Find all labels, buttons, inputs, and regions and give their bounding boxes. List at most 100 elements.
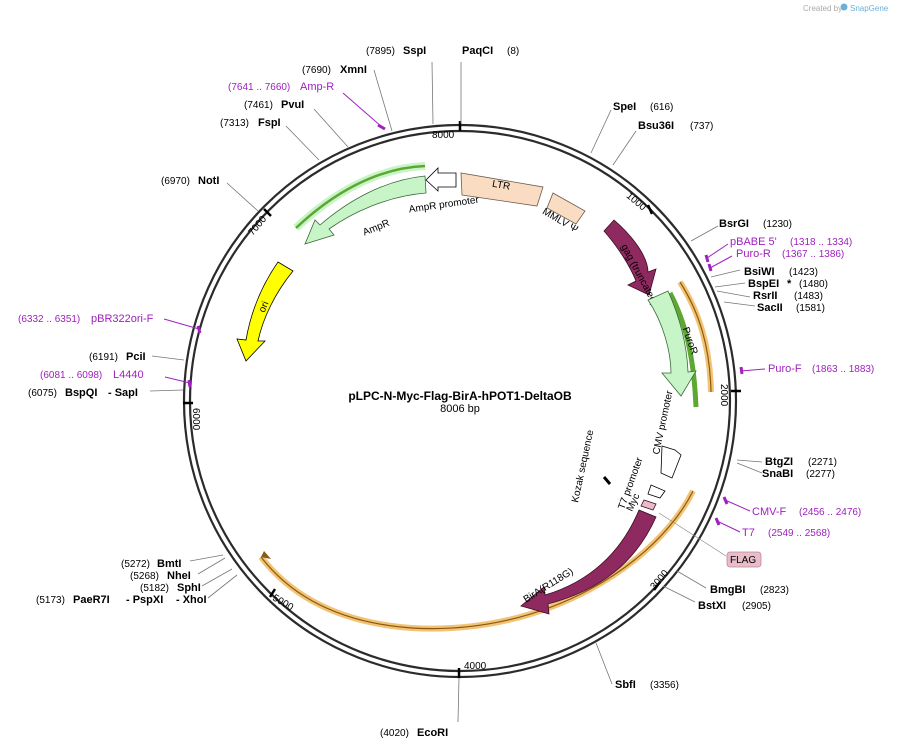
- site-sspi[interactable]: (7895) SspI: [366, 45, 426, 57]
- ori-label: ori: [257, 300, 272, 315]
- site-pcii[interactable]: (6191) PciI: [89, 351, 146, 363]
- primer-puro-f[interactable]: Puro-F (1863 .. 1883): [768, 363, 874, 375]
- site-btgzi[interactable]: BtgZI (2271): [765, 456, 837, 468]
- primer-t7[interactable]: T7 (2549 .. 2568): [742, 527, 830, 539]
- puror-arrow[interactable]: [647, 290, 697, 397]
- site-sacii[interactable]: SacII (1581): [757, 302, 825, 314]
- site-name: NotI: [198, 175, 219, 187]
- site-sbfi[interactable]: SbfI (3356): [615, 679, 679, 691]
- tick-label-4000: 4000: [464, 661, 487, 672]
- site-pos: (4020): [380, 728, 409, 739]
- site-snabi[interactable]: SnaBI (2277): [762, 468, 835, 480]
- site-bspei[interactable]: BspEI * (1480): [748, 278, 828, 290]
- primer-pos: (6081 .. 6098): [40, 370, 102, 381]
- site-xmni[interactable]: (7690) XmnI: [302, 64, 367, 76]
- site-bmgbi[interactable]: BmgBI (2823): [710, 584, 789, 596]
- site-pos: (3356): [650, 680, 679, 691]
- primer-pos: (1367 .. 1386): [782, 249, 844, 260]
- site-bspqi-sapi[interactable]: (6075) BspQI - SapI: [28, 387, 138, 399]
- site-paqci[interactable]: PaqCI (8): [462, 45, 519, 57]
- cmv-promoter-arrow[interactable]: [660, 445, 682, 479]
- site-spei[interactable]: SpeI (616): [613, 101, 673, 113]
- site-pos: (7461): [244, 100, 273, 111]
- site-pos: (1230): [763, 219, 792, 230]
- primer-cmv-f[interactable]: CMV-F (2456 .. 2476): [752, 506, 861, 518]
- tick-label-7000: 7000: [246, 214, 269, 238]
- flag-label-box: [726, 551, 762, 568]
- site-ecori[interactable]: (4020) EcoRI: [380, 727, 448, 739]
- primer-name: pBR322ori-F: [91, 313, 154, 325]
- site-pos: (7313): [220, 118, 249, 129]
- mmlv-psi-feature[interactable]: [546, 192, 586, 225]
- site-bsrgi[interactable]: BsrGI (1230): [719, 218, 792, 230]
- site-pos: (7690): [302, 65, 331, 76]
- site-name: FspI: [258, 117, 281, 129]
- primer-name: Puro-R: [736, 248, 771, 260]
- t7-promoter-arrow[interactable]: [647, 484, 666, 499]
- site-pos: (7895): [366, 46, 395, 57]
- plasmid-name: pLPC-N-Myc-Flag-BirA-hPOT1-DeltaOB: [348, 389, 572, 403]
- site-sphi[interactable]: (5182) SphI: [140, 582, 201, 594]
- myc-tag[interactable]: [640, 499, 657, 511]
- primer-puro-r[interactable]: Puro-R (1367 .. 1386): [736, 248, 844, 260]
- tick-7000: [263, 208, 272, 217]
- site-paer7i-pspxi-xhoi[interactable]: (5173) PaeR7I - PspXI - XhoI: [36, 594, 207, 606]
- gag-truncated-arrow[interactable]: [603, 219, 657, 296]
- site-pos: (2823): [760, 585, 789, 596]
- site-name: Bsu36I: [638, 120, 674, 132]
- site-bstxi[interactable]: BstXI (2905): [698, 600, 771, 612]
- site-pos: (6970): [161, 176, 190, 187]
- site-mark: *: [787, 278, 792, 290]
- tick-label-6000: 6000: [190, 408, 201, 431]
- credit-prefix: Created by: [803, 4, 842, 13]
- site-pos: (6075): [28, 388, 57, 399]
- site-bsiwi[interactable]: BsiWI (1423): [744, 266, 818, 278]
- site-name: SbfI: [615, 679, 636, 691]
- ltr-feature[interactable]: [460, 172, 544, 207]
- primer-leaders: [163, 92, 766, 533]
- site-bmti[interactable]: (5272) BmtI: [121, 558, 181, 570]
- site-name: BspEI: [748, 278, 779, 290]
- ori-arrow[interactable]: [236, 261, 294, 362]
- site-name: BmgBI: [710, 584, 745, 596]
- primer-pos: (1318 .. 1334): [790, 237, 852, 248]
- primer-name: T7: [742, 527, 755, 539]
- site-bsu36i[interactable]: Bsu36I (737): [638, 120, 713, 132]
- site-name: XmnI: [340, 64, 367, 76]
- credit-brand: SnapGene: [850, 4, 889, 13]
- bira-arrow[interactable]: [520, 509, 657, 615]
- primer-pos: (6332 .. 6351): [18, 314, 80, 325]
- site-rsrii[interactable]: RsrII (1483): [753, 290, 823, 302]
- site-pos: (5272): [121, 559, 150, 570]
- tick-5000: [268, 588, 277, 598]
- site-nhei[interactable]: (5268) NheI: [130, 570, 191, 582]
- site-pos: (5182): [140, 583, 169, 594]
- site-name: RsrII: [753, 290, 777, 302]
- primer-pbabe5[interactable]: pBABE 5' (1318 .. 1334): [730, 236, 852, 248]
- site-name: NheI: [167, 570, 191, 582]
- site-name: SnaBI: [762, 468, 793, 480]
- ampr-label: AmpR: [361, 218, 391, 239]
- site-fspi[interactable]: (7313) FspI: [220, 117, 281, 129]
- site-name: BstXI: [698, 600, 726, 612]
- puror-green-highlight: [667, 291, 699, 408]
- kozak-marker: [602, 476, 612, 485]
- primer-l4440[interactable]: (6081 .. 6098) L4440: [40, 369, 144, 381]
- primer-pos: (2456 .. 2476): [799, 507, 861, 518]
- tick-label-2000: 2000: [718, 384, 729, 407]
- site-pos: (737): [690, 121, 713, 132]
- site-name: SpeI: [613, 101, 636, 113]
- ampr-arrow[interactable]: [304, 175, 427, 245]
- site-name: SphI: [177, 582, 201, 594]
- site-name: BtgZI: [765, 456, 793, 468]
- site-name: BsrGI: [719, 218, 749, 230]
- snapgene-logo-icon: [840, 3, 848, 11]
- site-name-2: - PspXI: [126, 594, 163, 606]
- site-pos: (1483): [794, 291, 823, 302]
- ampr-promoter-arrow[interactable]: [425, 167, 457, 192]
- site-noti[interactable]: (6970) NotI: [161, 175, 219, 187]
- site-pvui[interactable]: (7461) PvuI: [244, 99, 304, 111]
- primer-pbr322ori-f[interactable]: (6332 .. 6351) pBR322ori-F: [18, 313, 154, 325]
- primer-amp-r[interactable]: (7641 .. 7660) Amp-R: [228, 81, 334, 93]
